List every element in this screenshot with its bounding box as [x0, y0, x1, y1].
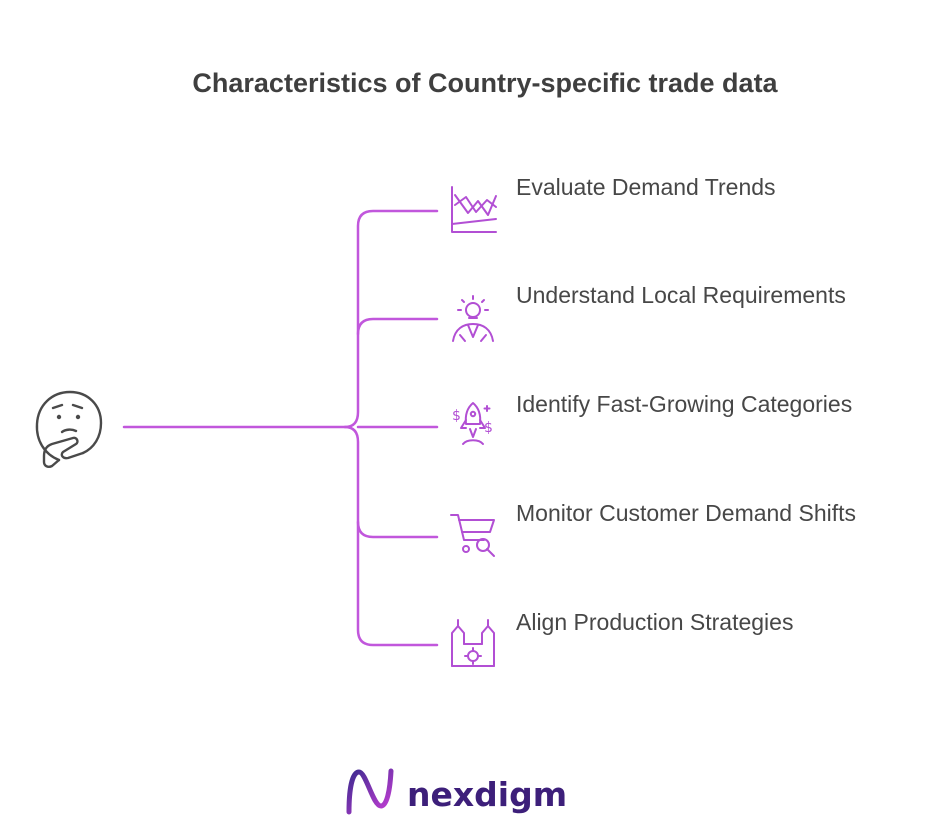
- branch-connectors: [122, 209, 439, 647]
- diagram-title: Characteristics of Country-specific trad…: [192, 68, 778, 98]
- item-label-identify-fast-growing-categories: Identify Fast-Growing Categories: [516, 391, 852, 417]
- rocket-growth-icon: $ $: [452, 402, 493, 445]
- brand-name: nexdigm: [407, 775, 567, 814]
- item-label-evaluate-demand-trends: Evaluate Demand Trends: [516, 174, 776, 200]
- item-label-monitor-customer-demand-shifts: Monitor Customer Demand Shifts: [516, 500, 856, 526]
- item-label-understand-local-requirements: Understand Local Requirements: [516, 282, 846, 308]
- svg-text:$: $: [452, 408, 461, 424]
- lightbulb-person-icon: [452, 295, 494, 342]
- item-label-align-production-strategies: Align Production Strategies: [516, 609, 793, 635]
- thinking-face-icon: [35, 390, 103, 468]
- factory-gear-icon: [451, 619, 495, 667]
- svg-text:$: $: [484, 420, 493, 436]
- cart-search-icon: [450, 514, 495, 557]
- nexdigm-logo-icon: [346, 768, 394, 815]
- trend-chart-icon: [451, 186, 497, 233]
